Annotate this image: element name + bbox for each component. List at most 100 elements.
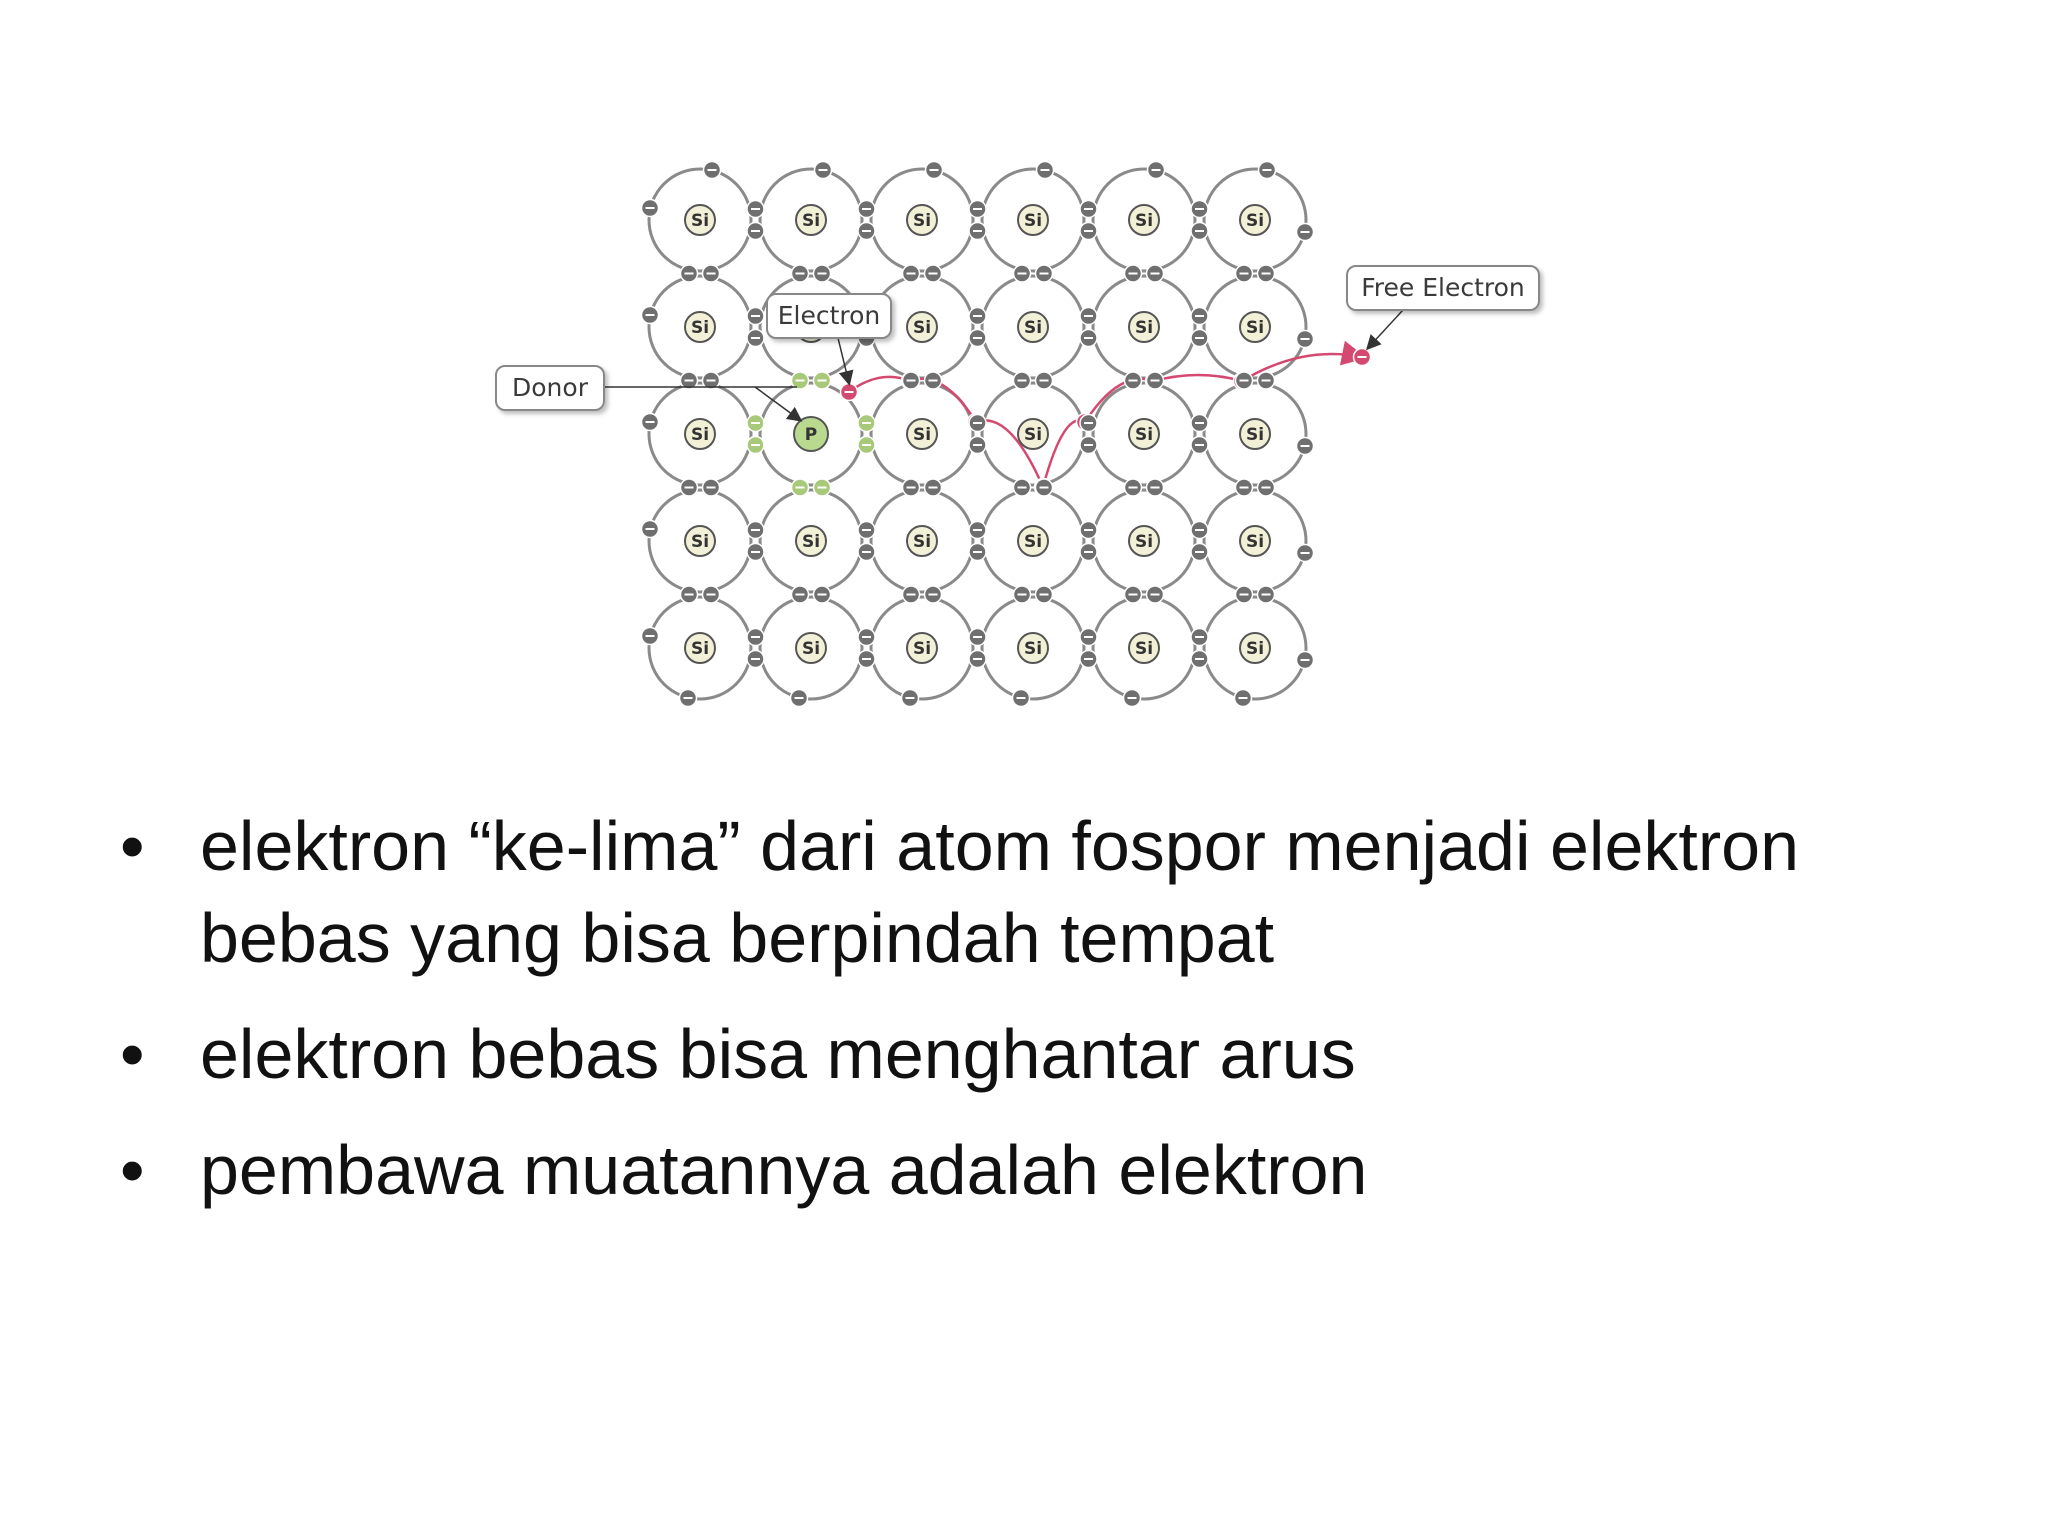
silicon-nucleus (1128, 632, 1160, 664)
orbit-ring (980, 595, 1086, 701)
orbit-ring (1202, 488, 1308, 594)
silicon-symbol: Si (1135, 425, 1153, 445)
silicon-symbol: Si (1246, 532, 1264, 552)
silicon-nucleus (795, 204, 827, 236)
silicon-symbol: Si (1024, 532, 1042, 552)
silicon-symbol: Si (1024, 318, 1042, 338)
silicon-symbol: Si (802, 211, 820, 231)
donor-label-box (495, 365, 605, 411)
bullet-marker: • (120, 807, 145, 885)
bullet-list: • elektron “ke-lima” dari atom fospor men… (120, 800, 2000, 1240)
free-electron-label: Free Electron (1361, 273, 1525, 302)
orbit-ring (980, 274, 1086, 380)
orbit-ring (1202, 167, 1308, 273)
semiconductor-lattice-diagram: SiSiSiSiSiSiSiSiSiSiSiSiSiPSiSiSiSiSiSiS… (495, 160, 1540, 708)
silicon-symbol: Si (913, 532, 931, 552)
bullet-marker: • (120, 1131, 145, 1209)
lattice-orbits (647, 167, 1308, 701)
silicon-nucleus (1017, 632, 1049, 664)
orbit-ring (647, 167, 753, 273)
silicon-nucleus (1239, 525, 1271, 557)
lattice-electrons (640, 160, 1315, 708)
free-electron-leader (1365, 309, 1404, 351)
free-electron-label-box (1346, 265, 1540, 311)
silicon-symbol: Si (1135, 639, 1153, 659)
silicon-nucleus (1017, 525, 1049, 557)
silicon-symbol: Si (1246, 211, 1264, 231)
electron-label: Electron (778, 301, 881, 330)
orbit-ring (1091, 595, 1197, 701)
orbit-ring (647, 274, 753, 380)
phosphorus-nucleus (793, 416, 829, 452)
silicon-nucleus (1128, 418, 1160, 450)
silicon-symbol: Si (1246, 639, 1264, 659)
silicon-nucleus (684, 418, 716, 450)
silicon-nucleus (1239, 204, 1271, 236)
silicon-nucleus (684, 204, 716, 236)
silicon-symbol: Si (1024, 211, 1042, 231)
silicon-symbol: Si (913, 318, 931, 338)
bullet-item: • elektron “ke-lima” dari atom fospor men… (120, 800, 2000, 984)
silicon-nucleus (906, 632, 938, 664)
silicon-symbol: Si (1135, 532, 1153, 552)
orbit-ring (869, 381, 975, 487)
orbit-ring (758, 595, 864, 701)
silicon-symbol: Si (691, 532, 709, 552)
silicon-nucleus (795, 632, 827, 664)
silicon-nucleus (684, 311, 716, 343)
orbit-ring (758, 381, 864, 487)
orbit-ring (869, 488, 975, 594)
silicon-symbol: Si (913, 425, 931, 445)
silicon-nucleus (1128, 311, 1160, 343)
silicon-nucleus (684, 632, 716, 664)
bullet-text: elektron bebas bisa menghantar arus (200, 1015, 1356, 1093)
silicon-nucleus (1128, 204, 1160, 236)
orbit-ring (980, 488, 1086, 594)
silicon-symbol: Si (691, 211, 709, 231)
bullet-text: elektron “ke-lima” dari atom fospor menj… (200, 807, 1799, 977)
silicon-symbol: Si (1246, 425, 1264, 445)
phosphorus-symbol: P (805, 425, 817, 445)
orbit-ring (647, 595, 753, 701)
diagram-callouts: Donor Electron Free Electron (495, 265, 1540, 422)
bullet-item: • elektron bebas bisa menghantar arus (120, 1008, 2000, 1100)
bullet-marker: • (120, 1015, 145, 1093)
orbit-ring (1091, 488, 1197, 594)
silicon-nucleus (684, 525, 716, 557)
orbit-ring (1091, 167, 1197, 273)
silicon-nucleus (1017, 204, 1049, 236)
silicon-nucleus (1239, 311, 1271, 343)
silicon-symbol: Si (691, 425, 709, 445)
donor-leader-arrow (754, 386, 803, 422)
silicon-nucleus (1128, 525, 1160, 557)
silicon-symbol: Si (691, 639, 709, 659)
silicon-symbol: Si (802, 639, 820, 659)
silicon-nucleus (906, 418, 938, 450)
orbit-ring (1091, 381, 1197, 487)
bullet-text: pembawa muatannya adalah elektron (200, 1131, 1368, 1209)
silicon-symbol: Si (691, 318, 709, 338)
silicon-symbol: Si (913, 639, 931, 659)
bullet-item: • pembawa muatannya adalah elektron (120, 1124, 2000, 1216)
silicon-symbol: Si (1024, 425, 1042, 445)
silicon-symbol: Si (1135, 318, 1153, 338)
orbit-ring (1202, 381, 1308, 487)
lattice-nuclei: SiSiSiSiSiSiSiSiSiSiSiSiSiPSiSiSiSiSiSiS… (684, 204, 1271, 664)
silicon-nucleus (906, 311, 938, 343)
orbit-ring (980, 381, 1086, 487)
electron-label-box (766, 293, 892, 339)
silicon-nucleus (906, 204, 938, 236)
silicon-nucleus (1239, 418, 1271, 450)
orbit-ring (869, 595, 975, 701)
orbit-ring (980, 167, 1086, 273)
silicon-nucleus (1017, 311, 1049, 343)
electron-leader (837, 337, 854, 386)
silicon-nucleus (1017, 418, 1049, 450)
orbit-ring (869, 167, 975, 273)
silicon-symbol: Si (1246, 318, 1264, 338)
silicon-nucleus (906, 525, 938, 557)
silicon-symbol: Si (1024, 639, 1042, 659)
orbit-ring (1202, 274, 1308, 380)
orbit-ring (758, 167, 864, 273)
donor-label: Donor (512, 373, 589, 402)
